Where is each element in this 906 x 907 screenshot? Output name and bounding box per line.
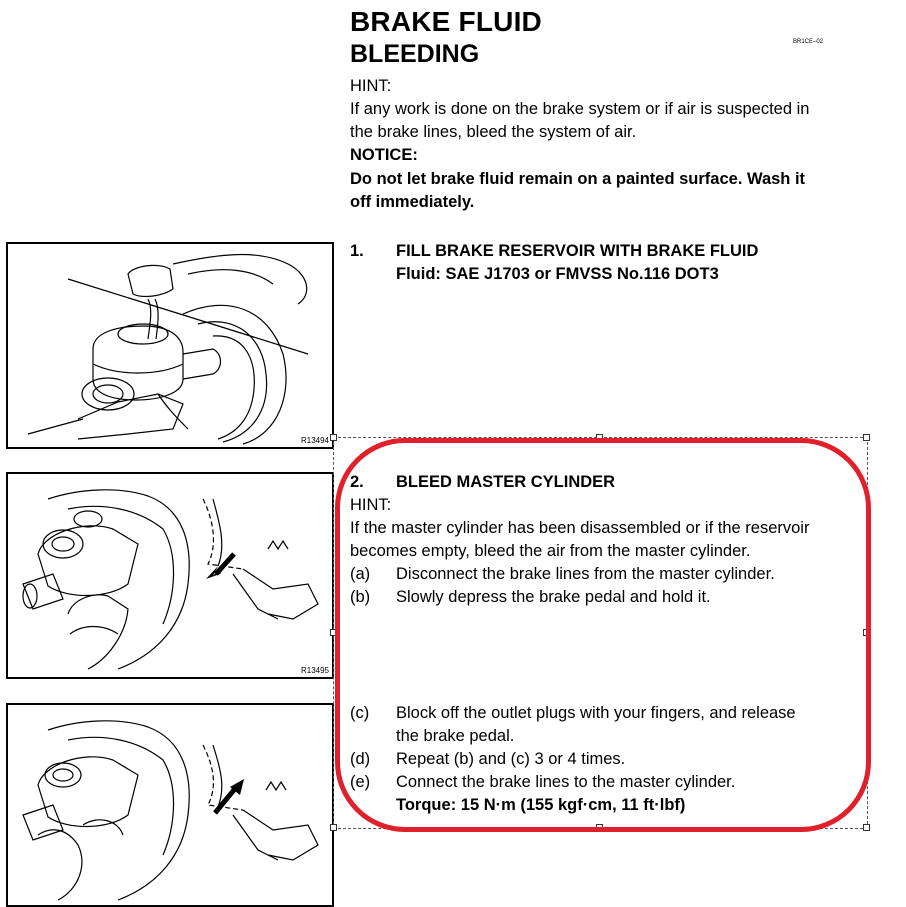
item-c-text-line2: the brake pedal.: [396, 727, 515, 745]
doc-code: BR1CE–02: [793, 39, 824, 45]
torque-spec: Torque: 15 N·m (155 kgf·cm, 11 ft·lbf): [396, 796, 686, 814]
figure-code: R13495: [300, 666, 329, 675]
notice-line1: Do not let brake fluid remain on a paint…: [350, 170, 806, 188]
figure-code: R13494: [300, 436, 329, 445]
item-b-label: (b): [350, 588, 371, 606]
intro-hint-line2: the brake lines, bleed the system of air…: [350, 123, 637, 141]
step1-number: 1.: [350, 242, 364, 260]
master-cylinder-pedal-illustration: [22, 489, 319, 670]
item-c-label: (c): [350, 704, 370, 722]
item-e-label: (e): [350, 773, 371, 791]
resize-handle-top-left[interactable]: [330, 434, 337, 441]
step1-fluid-spec: Fluid: SAE J1703 or FMVSS No.116 DOT3: [396, 265, 719, 283]
step2-hint-line1: If the master cylinder has been disassem…: [350, 519, 810, 537]
item-c-text: Block off the outlet plugs with your fin…: [396, 704, 796, 722]
page-title: BRAKE FLUID: [350, 6, 542, 37]
block-plugs-illustration: [22, 720, 319, 901]
intro-hint-line1: If any work is done on the brake system …: [350, 100, 810, 118]
figure-fill-reservoir: R13494: [6, 242, 334, 449]
step2-hint-line2: becomes empty, bleed the air from the ma…: [350, 542, 751, 560]
item-b-text: Slowly depress the brake pedal and hold …: [396, 588, 711, 606]
step2-number: 2.: [350, 473, 364, 491]
step1-title: FILL BRAKE RESERVOIR WITH BRAKE FLUID: [396, 242, 759, 260]
resize-handle-top-right[interactable]: [863, 434, 870, 441]
item-a-label: (a): [350, 565, 371, 583]
notice-line2: off immediately.: [350, 193, 475, 211]
resize-handle-bottom-right[interactable]: [863, 824, 870, 831]
step2-hint-label: HINT:: [350, 496, 392, 514]
item-d-text: Repeat (b) and (c) 3 or 4 times.: [396, 750, 626, 768]
item-a-text: Disconnect the brake lines from the mast…: [396, 565, 775, 583]
resize-handle-bottom-left[interactable]: [330, 824, 337, 831]
highlight-ring: [335, 438, 871, 832]
page-subtitle: BLEEDING: [350, 40, 480, 68]
item-e-text: Connect the brake lines to the master cy…: [396, 773, 736, 791]
notice-label: NOTICE:: [350, 146, 418, 164]
figure-depress-pedal: R13495: [6, 472, 334, 679]
item-d-label: (d): [350, 750, 371, 768]
figure-release-pedal: [6, 703, 334, 907]
intro-hint-label: HINT:: [350, 77, 392, 95]
reservoir-fill-illustration: [27, 253, 309, 445]
step2-title: BLEED MASTER CYLINDER: [396, 473, 616, 491]
